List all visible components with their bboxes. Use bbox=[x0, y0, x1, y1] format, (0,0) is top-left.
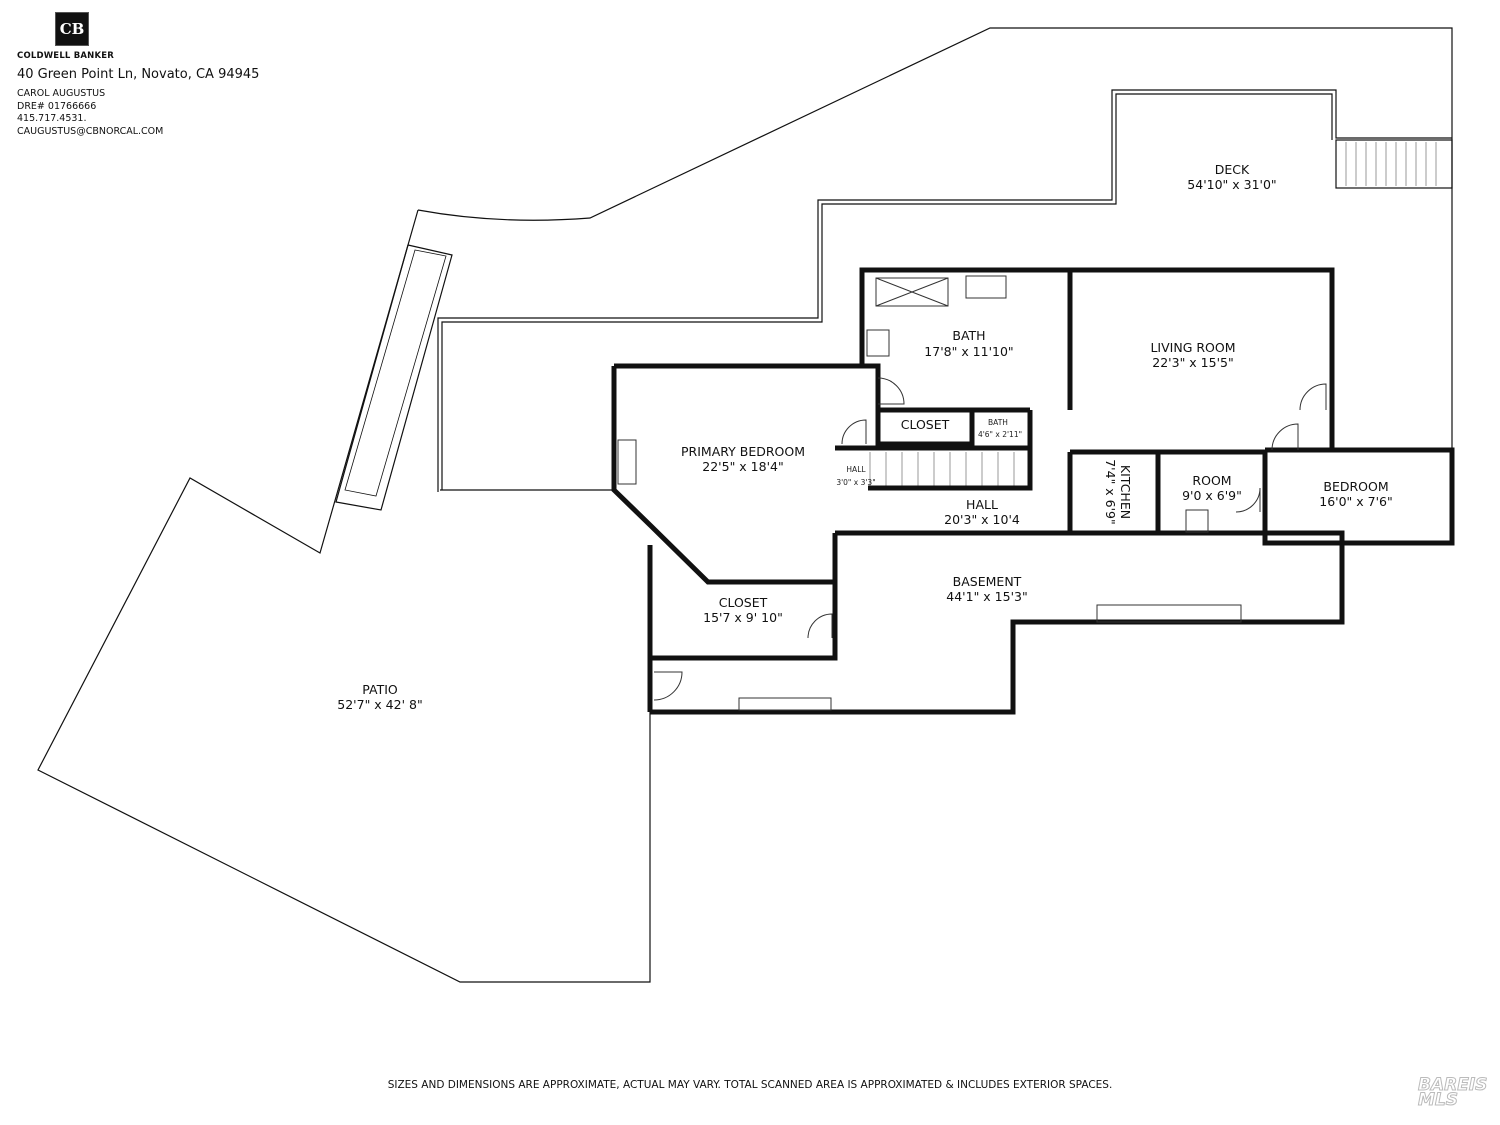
small-bath-label: BATH bbox=[988, 418, 1008, 427]
deck-size: 54'10" x 31'0" bbox=[1187, 177, 1276, 192]
mls-watermark: BAREIS MLS bbox=[1418, 1075, 1488, 1110]
door-swing bbox=[1235, 487, 1261, 513]
hall-label: HALL bbox=[966, 497, 998, 512]
closet-walls bbox=[647, 410, 975, 712]
disclaimer: SIZES AND DIMENSIONS ARE APPROXIMATE, AC… bbox=[387, 1079, 1113, 1091]
basement-label: BASEMENT bbox=[953, 574, 1022, 589]
toilet bbox=[866, 329, 890, 357]
agent-email: CAUGUSTUS@CBNORCAL.COM bbox=[17, 125, 164, 137]
primary-bedroom-size: 22'5" x 18'4" bbox=[702, 459, 783, 474]
kitchen-size: 7'4" x 6'9" bbox=[1103, 459, 1118, 525]
room-fixture bbox=[1185, 509, 1209, 533]
closet-2-label: CLOSET bbox=[719, 595, 768, 610]
room-size: 9'0 x 6'9" bbox=[1182, 488, 1242, 503]
basement-fixture bbox=[1096, 604, 1242, 623]
small-hall-label: HALL bbox=[846, 465, 866, 474]
bedroom-walls bbox=[1262, 447, 1455, 546]
primary-bedroom-label: PRIMARY BEDROOM bbox=[681, 444, 805, 459]
room-label: ROOM bbox=[1192, 473, 1231, 488]
living-room-walls bbox=[1070, 267, 1335, 450]
agent-phone: 415.717.4531. bbox=[17, 113, 87, 124]
property-address: 40 Green Point Ln, Novato, CA 94945 bbox=[17, 67, 260, 82]
hall-size: 20'3" x 10'4 bbox=[944, 512, 1020, 527]
fireplace bbox=[617, 439, 637, 485]
closet-label: CLOSET bbox=[901, 417, 950, 432]
small-bath-size: 4'6" x 2'11" bbox=[978, 430, 1022, 439]
shelf bbox=[738, 697, 832, 711]
shower bbox=[875, 277, 949, 307]
bedroom-label: BEDROOM bbox=[1323, 479, 1388, 494]
patio-size: 52'7" x 42' 8" bbox=[337, 697, 422, 712]
primary-bedroom-walls bbox=[611, 363, 881, 585]
door-swing bbox=[1271, 423, 1299, 451]
bath-walls bbox=[859, 267, 1073, 413]
fixtures bbox=[617, 275, 1327, 711]
listing-header: CB COLDWELL BANKER 40 Green Point Ln, No… bbox=[17, 12, 259, 138]
agent-dre: DRE# 01766666 bbox=[17, 100, 97, 112]
door-swing bbox=[653, 671, 683, 701]
coldwell-banker-logo: CB bbox=[55, 12, 89, 46]
deck-outline bbox=[417, 27, 1453, 450]
small-hall-size: 3'0" x 3'3" bbox=[836, 478, 875, 487]
brand-name: COLDWELL BANKER bbox=[17, 51, 115, 61]
exterior-outlines bbox=[37, 27, 1453, 983]
stair-treads bbox=[869, 142, 1437, 486]
kitchen-label: KITCHEN bbox=[1118, 465, 1133, 519]
deck-stairs bbox=[1335, 139, 1453, 189]
kitchen-walls bbox=[1067, 449, 1265, 533]
logo-text: CB bbox=[59, 20, 85, 38]
bath-size: 17'8" x 11'10" bbox=[924, 344, 1013, 359]
door-swing bbox=[1299, 383, 1327, 411]
door-swing bbox=[877, 377, 905, 405]
deck-label: DECK bbox=[1215, 162, 1250, 177]
basement-size: 44'1" x 15'3" bbox=[946, 589, 1027, 604]
hall-walls bbox=[835, 410, 1033, 491]
bath-label: BATH bbox=[952, 328, 985, 343]
room-labels: DECK 54'10" x 31'0" BATH 17'8" x 11'10" … bbox=[337, 162, 1392, 712]
deck-inner-outline bbox=[437, 89, 1452, 492]
patio-label: PATIO bbox=[362, 682, 398, 697]
agent-info: CAROL AUGUSTUS DRE# 01766666 415.717.453… bbox=[17, 88, 259, 138]
patio-outline bbox=[37, 209, 651, 983]
exterior-stairs bbox=[335, 244, 453, 511]
living-room-label: LIVING ROOM bbox=[1150, 340, 1235, 355]
agent-name: CAROL AUGUSTUS bbox=[17, 88, 106, 99]
door-swing bbox=[807, 613, 833, 639]
closet-2-size: 15'7 x 9' 10" bbox=[703, 610, 783, 625]
bedroom-size: 16'0" x 7'6" bbox=[1319, 494, 1392, 509]
sink bbox=[965, 275, 1007, 299]
door-swing bbox=[841, 419, 867, 445]
living-room-size: 22'3" x 15'5" bbox=[1152, 355, 1233, 370]
